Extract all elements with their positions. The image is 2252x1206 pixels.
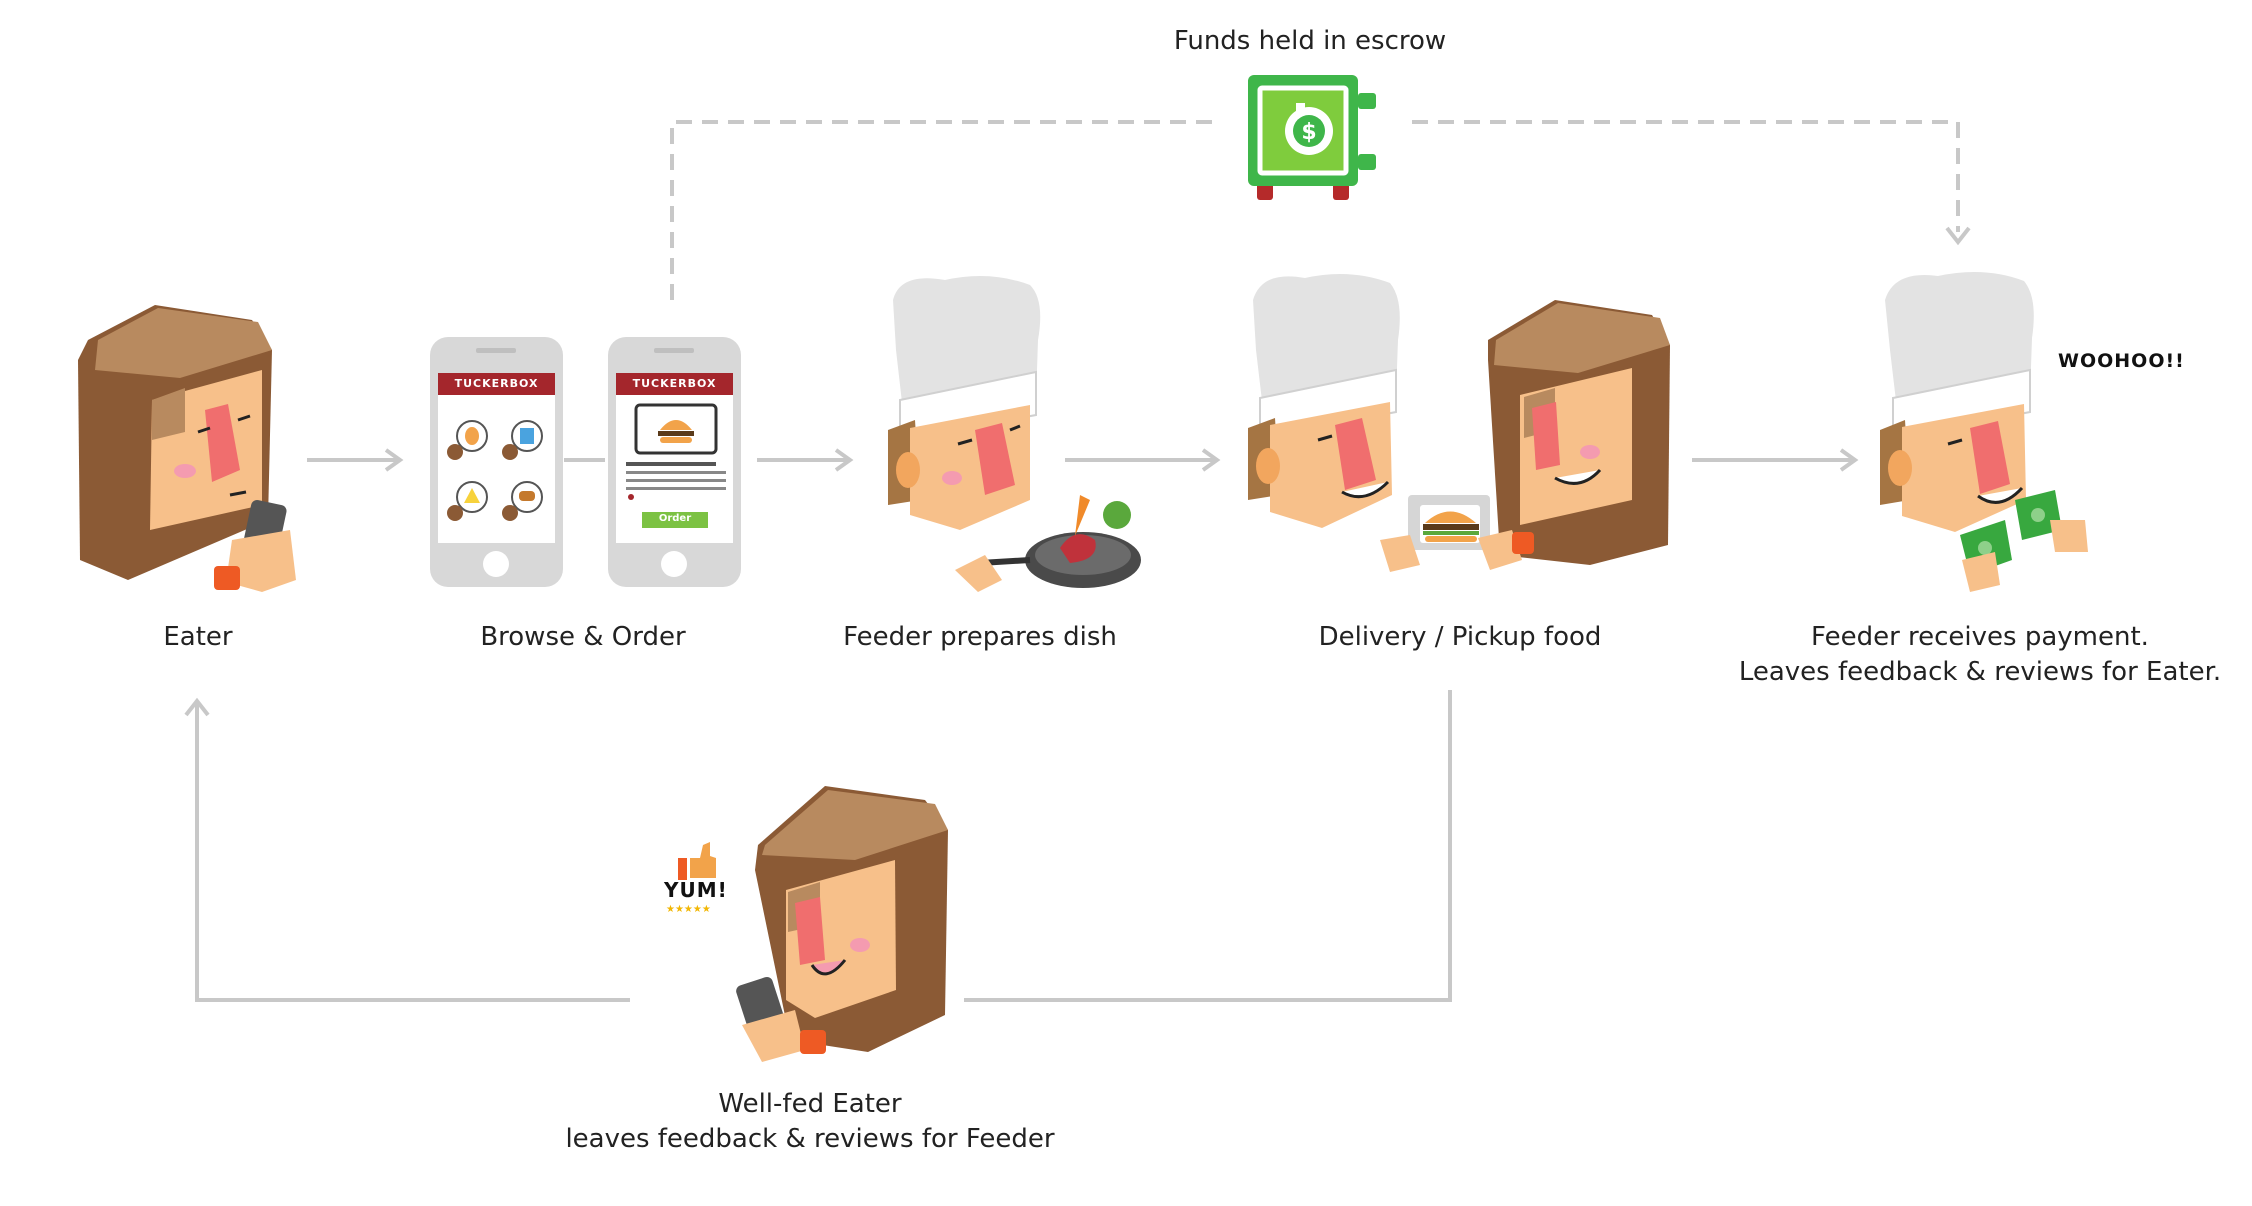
phone-order-brand: TUCKERBOX [632,377,717,390]
escrow-arrow-head [1945,226,1971,246]
thumbs-up-icon [678,842,716,880]
flow-arrow-3 [1065,448,1221,472]
flow-arrow-1 [307,448,404,472]
burger-tray-icon [1380,495,1534,572]
yum-rating-stars: ★★★★★ [666,904,711,915]
escrow-title: Funds held in escrow [1173,26,1447,56]
step-eater-label: Eater [163,622,233,652]
well-fed-eater-character [736,786,948,1062]
eater-character [78,305,296,592]
step-prepare-label: Feeder prepares dish [843,622,1117,652]
step-browse-label: Browse & Order [480,622,686,652]
feedback-label-line2: leaves feedback & reviews for Feeder [565,1124,1055,1154]
svg-text:$: $ [1301,120,1316,145]
yum-exclamation: YUM! [664,878,728,902]
flow-arrow-2 [757,448,854,472]
escrow-dashed-connector [670,120,1960,300]
feeder-cooking-character [888,276,1141,592]
step-payment-label-line2: Leaves feedback & reviews for Eater. [1738,657,2222,687]
feedback-label-line1: Well-fed Eater [718,1089,902,1119]
phone-browse [430,337,563,587]
feeder-delivery-character [1248,274,1400,528]
step-delivery-label: Delivery / Pickup food [1318,622,1602,652]
flow-arrow-4 [1692,448,1859,472]
feeder-paid-character [1880,272,2088,592]
safe-icon: $ [1248,75,1376,200]
phone-browse-brand: TUCKERBOX [454,377,539,390]
phone-order-button: Order [658,513,692,524]
woohoo-exclamation: WOOHOO!! [2058,350,2185,372]
feedback-loop-connector [184,690,1452,1002]
step-payment-label-line1: Feeder receives payment. [1811,622,2149,652]
eater-receiving-character [1488,300,1670,565]
phone-order [608,337,741,587]
